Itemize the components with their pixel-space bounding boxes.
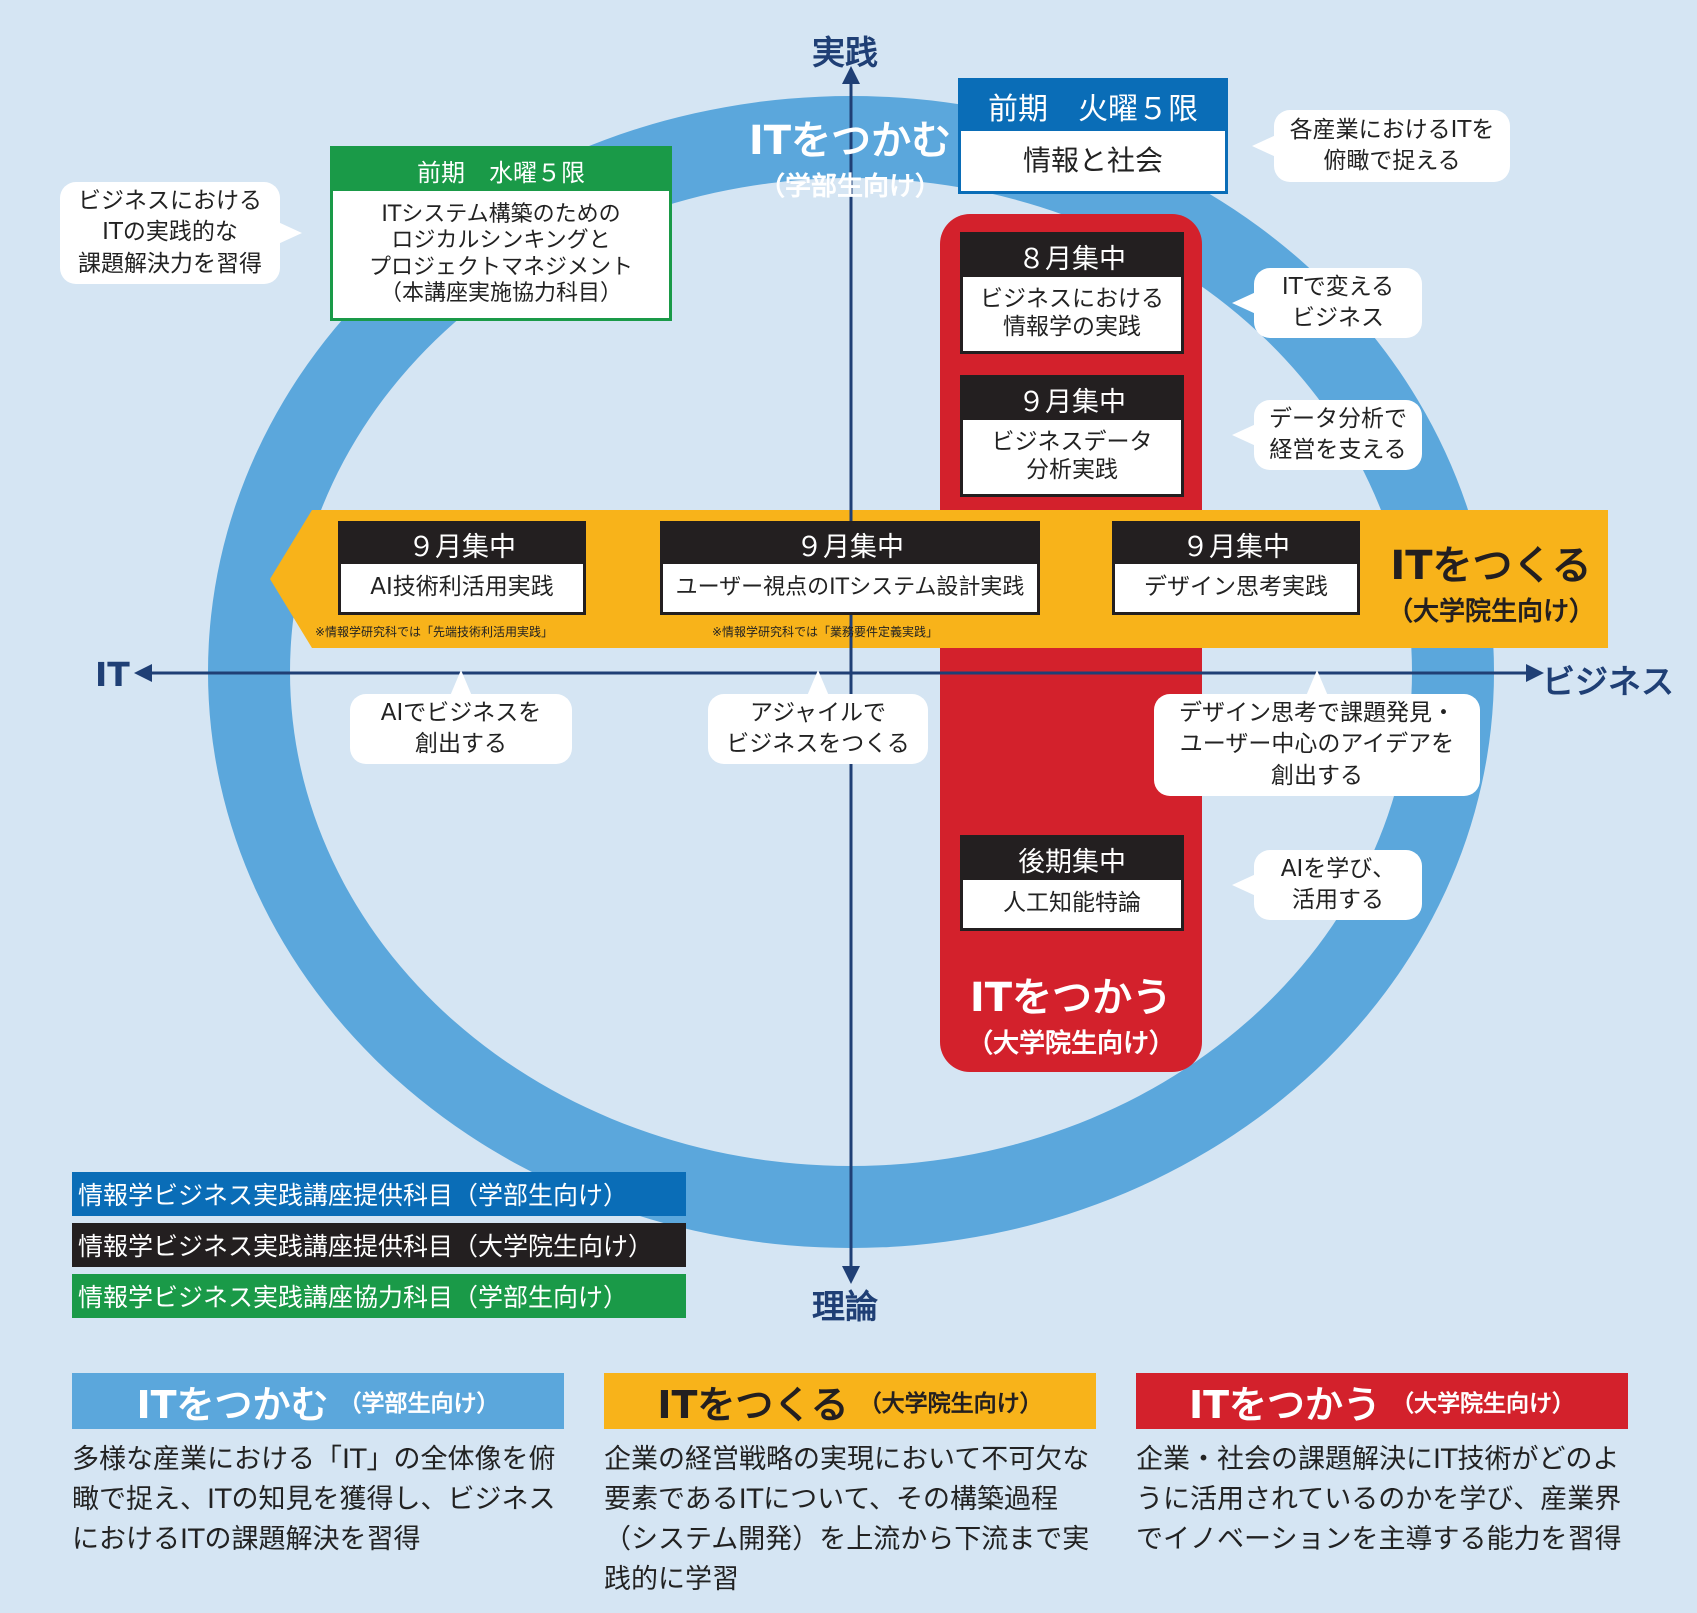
- course-ai-special: 後期集中 人工知能特論: [960, 835, 1184, 931]
- zone-tsukuru-main: ITをつくる: [1390, 543, 1592, 589]
- bubble-agile: アジャイルで ビジネスをつくる: [708, 670, 928, 764]
- course-biz-info: ８月集中 ビジネスにおける 情報学の実践: [960, 232, 1184, 354]
- bubble-change-biz: ITで変える ビジネス: [1232, 268, 1422, 338]
- course-name: ビジネスデータ 分析実践: [991, 429, 1153, 483]
- course-name: AI技術利活用実践: [370, 574, 554, 601]
- axis-left-label: IT: [95, 655, 130, 694]
- section-tsukau-header: ITをつかう （大学院生向け）: [1136, 1373, 1628, 1429]
- course-ai-tech: ９月集中 AI技術利活用実践: [338, 521, 586, 615]
- course-design: ９月集中 デザイン思考実践: [1112, 521, 1360, 615]
- course-term: 後期集中: [963, 838, 1181, 880]
- section-tsukau-desc: 企業・社会の課題解決にIT技術がどのように活用されているのかを学び、産業界でイノ…: [1136, 1444, 1622, 1555]
- course-logical: 前期 水曜５限 ITシステム構築のための ロジカルシンキングと プロジェクトマネ…: [330, 146, 672, 321]
- bubble-data-mgmt: データ分析で 経営を支える: [1232, 400, 1422, 470]
- section-title: ITをつかむ: [136, 1382, 329, 1427]
- section-sub: （学部生向け）: [338, 1391, 500, 1417]
- course-name: 情報と社会: [1022, 144, 1163, 178]
- zone-tsukuru-title: ITをつくる （大学院生向け）: [1376, 533, 1606, 628]
- section-sub: （大学院生向け）: [858, 1391, 1043, 1417]
- course-term: ９月集中: [341, 524, 583, 564]
- zone-tsukamu-main: ITをつかむ: [748, 118, 952, 164]
- course-user-view: ９月集中 ユーザー視点のITシステム設計実践: [660, 521, 1040, 615]
- axis-bottom-label: 理論: [812, 1287, 878, 1326]
- legend-blue: 情報学ビジネス実践講座提供科目（学部生向け）: [72, 1172, 686, 1216]
- section-title: ITをつかう: [1188, 1382, 1382, 1427]
- course-info-society: 前期 火曜５限 情報と社会: [958, 78, 1228, 194]
- course-term: 前期 火曜５限: [961, 81, 1225, 131]
- axis-right-label: ビジネス: [1542, 662, 1674, 701]
- bubble-overview: 各産業におけるITを 俯瞰で捉える: [1252, 110, 1510, 182]
- course-term: ９月集中: [663, 524, 1037, 564]
- course-name: ビジネスにおける 情報学の実践: [980, 286, 1164, 340]
- course-ai-tech-note: ※情報学研究科では「先端技術利活用実践」: [315, 625, 554, 639]
- zone-tsukamu-sub: （学部生向け）: [758, 172, 941, 202]
- section-tsukamu-desc: 多様な産業における「IT」の全体像を俯瞰で捉え、ITの知見を獲得し、ビジネスにお…: [72, 1444, 556, 1555]
- course-biz-data: ９月集中 ビジネスデータ 分析実践: [960, 375, 1184, 497]
- zone-tsukau-title: ITをつかう （大学院生向け）: [952, 965, 1190, 1060]
- section-tsukuru-desc: 企業の経営戦略の実現において不可欠な要素であるITについて、その構築過程（システ…: [604, 1444, 1090, 1595]
- course-name: 人工知能特論: [1003, 890, 1141, 917]
- course-term: ８月集中: [963, 235, 1181, 277]
- zone-tsukau-sub: （大学院生向け）: [966, 1029, 1175, 1059]
- bubble-ai-create: AIでビジネスを 創出する: [350, 670, 572, 764]
- zone-tsukuru-sub: （大学院生向け）: [1386, 597, 1595, 627]
- zone-tsukau-main: ITをつかう: [969, 975, 1173, 1021]
- course-term: 前期 水曜５限: [333, 149, 669, 191]
- zone-tsukamu-title: ITをつかむ （学部生向け）: [740, 108, 960, 203]
- section-sub: （大学院生向け）: [1391, 1391, 1576, 1417]
- section-title: ITをつくる: [657, 1382, 849, 1427]
- course-name: ユーザー視点のITシステム設計実践: [675, 574, 1025, 600]
- bubble-biz-practice: ビジネスにおける ITの実践的な 課題解決力を習得: [60, 182, 302, 284]
- course-term: ９月集中: [1115, 524, 1357, 564]
- course-term: ９月集中: [963, 378, 1181, 420]
- axis-top-label: 実践: [812, 33, 878, 72]
- bubble-design-thinking: デザイン思考で課題発見・ ユーザー中心のアイデアを 創出する: [1154, 670, 1480, 796]
- section-tsukuru-header: ITをつくる （大学院生向け）: [604, 1373, 1096, 1429]
- section-tsukamu-header: ITをつかむ （学部生向け）: [72, 1373, 564, 1429]
- bubble-learn-ai: AIを学び、 活用する: [1232, 850, 1422, 920]
- legend-black: 情報学ビジネス実践講座提供科目（大学院生向け）: [72, 1223, 686, 1267]
- course-name: ITシステム構築のための ロジカルシンキングと プロジェクトマネジメント （本講…: [368, 201, 633, 306]
- course-user-view-note: ※情報学研究科では「業務要件定義実践」: [712, 625, 939, 639]
- course-name: デザイン思考実践: [1144, 574, 1328, 601]
- legend-green: 情報学ビジネス実践講座協力科目（学部生向け）: [72, 1274, 686, 1318]
